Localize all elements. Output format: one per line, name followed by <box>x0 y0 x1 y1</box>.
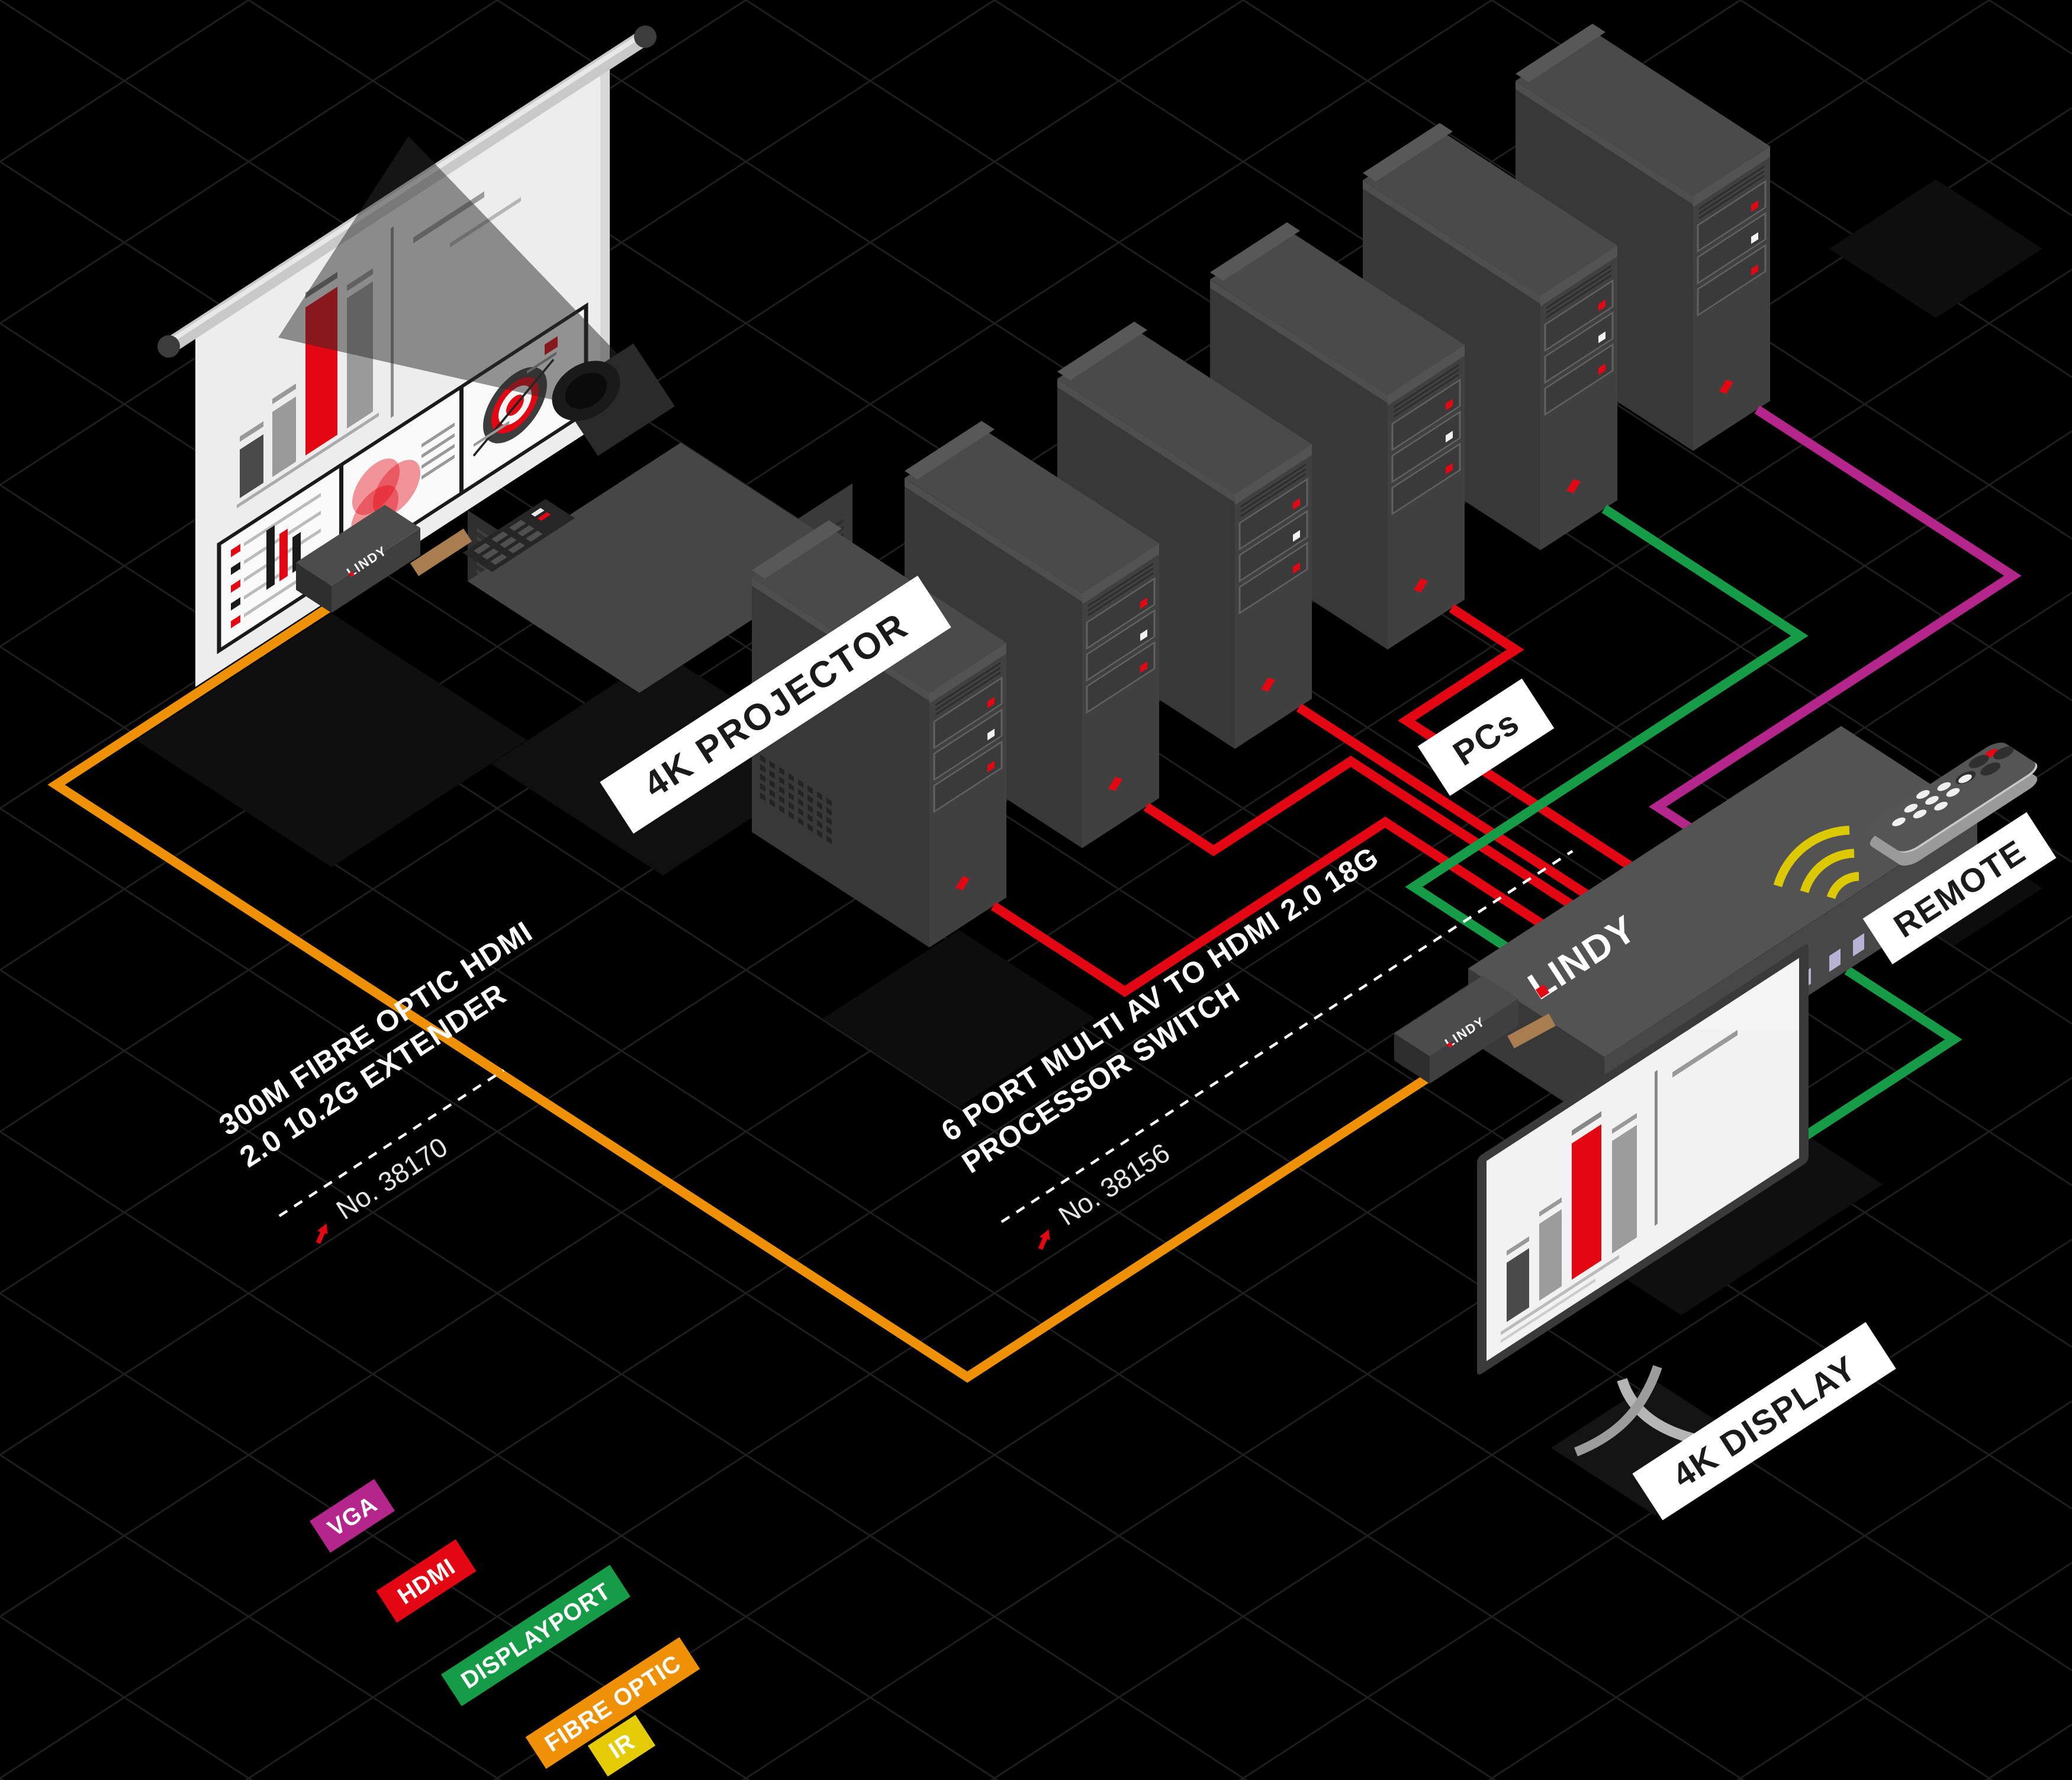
hdmi-cable-pc3 <box>1296 703 1613 914</box>
grid-line <box>0 807 1497 1780</box>
grid-line <box>0 969 1248 1780</box>
grid-line <box>496 0 2072 1025</box>
hdmi-cable-pc4 <box>1398 604 1637 873</box>
legend-item-ir: IR <box>587 1714 656 1777</box>
switch-top-face <box>1468 726 1977 1057</box>
red-arrow-icon <box>1038 1229 1050 1250</box>
hdmi-plug <box>1507 1013 1556 1049</box>
monitor-stand-leg <box>1574 1365 1662 1457</box>
grid-line <box>744 0 2072 863</box>
grid-line <box>1487 1400 2072 1780</box>
fibre-optic-cable <box>47 602 1433 1383</box>
grid-line <box>0 0 1742 1133</box>
remote-control <box>1773 743 2038 899</box>
remote-led <box>1984 748 1999 758</box>
displayport-output-cable <box>1800 966 1962 1142</box>
vga-cable-pc6 <box>1649 405 2022 850</box>
grid-line <box>990 1077 2072 1780</box>
cable-layer <box>990 405 2022 1142</box>
projector-top-face <box>468 442 852 693</box>
remote-body <box>1868 743 2038 853</box>
grid-line <box>0 1454 502 1780</box>
projector-lens <box>552 343 675 456</box>
hdmi-cable-pc1 <box>990 816 1601 997</box>
grid-line <box>993 0 2072 702</box>
fibre-extender-dongle-switch: LINDY <box>1394 975 1556 1084</box>
fibre-extender-dongle-projector: LINDY <box>296 505 472 613</box>
grid-line <box>0 430 2072 1779</box>
grid-line <box>0 268 2072 1618</box>
remote-buttons <box>1892 774 1972 827</box>
grid-line <box>0 1130 999 1780</box>
grid-line <box>0 645 1745 1780</box>
red-arrow-icon <box>316 1223 328 1244</box>
projector-beam <box>278 136 628 409</box>
projector-keypad <box>462 499 575 572</box>
ir-waves-icon <box>1773 825 1859 899</box>
displayport-cable-pc5 <box>1405 505 1809 981</box>
hdmi-plug <box>410 528 472 576</box>
pointer-dashed-line <box>1000 850 1574 1223</box>
display-monitor <box>1477 944 1809 1515</box>
grid-line <box>0 0 499 324</box>
monitor-screen <box>1477 944 1809 1375</box>
